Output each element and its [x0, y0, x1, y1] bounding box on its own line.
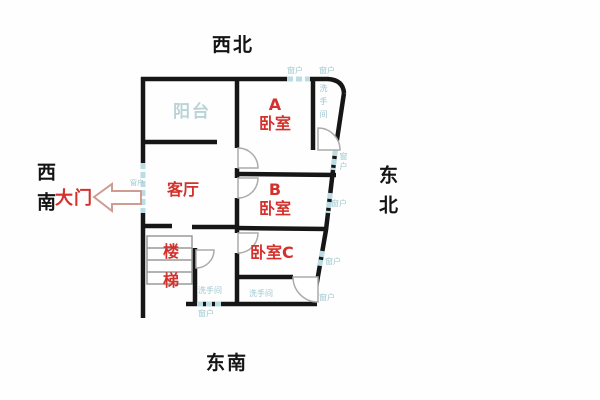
compass-northeast: 东北	[376, 165, 398, 225]
outer-walls	[140, 76, 347, 318]
bedroom-c-label: 卧室C	[250, 243, 294, 262]
bathroom-top-door-icon	[317, 127, 341, 151]
bathroom-top-label: 洗手间	[319, 84, 328, 123]
bedroom-b-door-icon	[237, 177, 259, 199]
bedroom-b-label: B 卧室	[252, 180, 298, 218]
stairs-label: 楼梯	[160, 243, 179, 301]
entrance-arrow-icon	[92, 182, 142, 214]
inner-walls	[143, 77, 337, 304]
bedroom-a-letter: A	[268, 95, 282, 114]
window-label-bottom: 窗户	[198, 309, 214, 318]
window-label-top-2: 窗户	[319, 66, 335, 75]
bathroom-left-label: 洗手间	[198, 286, 222, 295]
bedroom-b-word: 卧室	[258, 199, 291, 218]
bedroom-c-door-icon	[237, 232, 259, 254]
compass-northwest: 西北	[212, 34, 255, 56]
door-arcs	[195, 127, 341, 303]
window-label-right-3: 窗户	[325, 257, 341, 266]
stairs-icon	[146, 235, 193, 285]
compass-southwest: 西南	[34, 162, 56, 222]
bathroom-mid-door-icon	[292, 276, 319, 303]
window-label-top-1: 窗户	[287, 66, 303, 75]
bedroom-a-door-icon	[237, 147, 259, 169]
bedroom-a-word: 卧室	[258, 114, 291, 133]
window-label-right-4: 窗户	[319, 293, 335, 302]
bedroom-b-letter: B	[268, 180, 282, 199]
bathroom-left-door-icon	[195, 249, 215, 269]
living-room-label: 客厅	[167, 180, 200, 199]
bedroom-a-label: A 卧室	[252, 95, 298, 133]
compass-southeast: 东南	[206, 352, 249, 374]
main-door-label: 大门	[55, 188, 93, 209]
bathroom-mid-label: 洗手间	[249, 289, 273, 298]
window-label-right-2: 窗户	[331, 199, 347, 208]
window-label-right-1: 窗户	[339, 152, 348, 172]
window-label-entrance: 窗户	[130, 179, 144, 187]
balcony-label: 阳台	[173, 102, 211, 122]
